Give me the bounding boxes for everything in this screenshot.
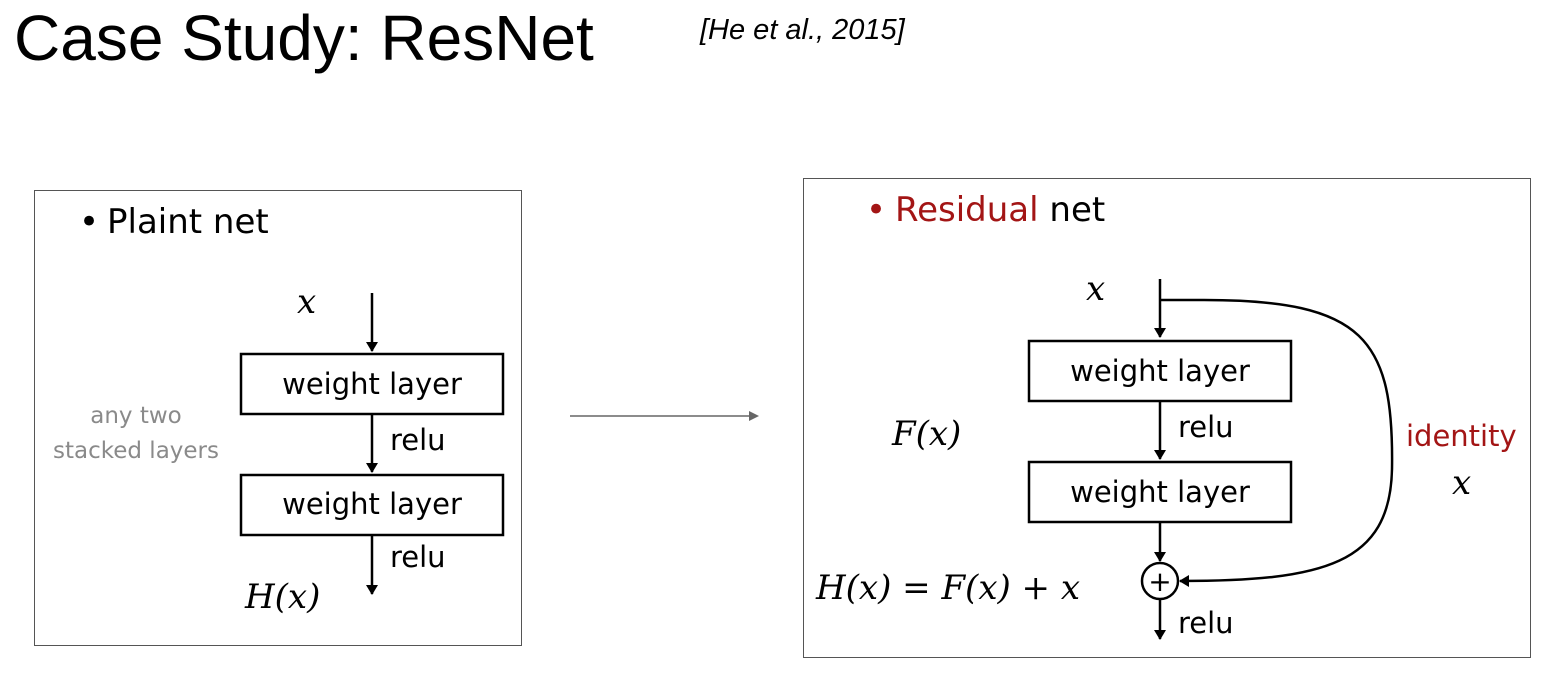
plain-heading: Plaint net: [107, 202, 269, 242]
sum-node-plus-icon: +: [1148, 565, 1171, 598]
residual-weight-layer-1-label: weight layer: [1070, 354, 1250, 388]
residual-net-diagram: • Residual net x weight layer relu weigh…: [815, 190, 1517, 640]
residual-heading-rest: net: [1039, 190, 1106, 230]
residual-net-panel: • Residual net x weight layer relu weigh…: [803, 178, 1531, 658]
identity-x: x: [1452, 463, 1471, 503]
residual-function-fx: F(x): [891, 414, 961, 454]
residual-relu-1: relu: [1178, 410, 1234, 444]
residual-input-x: x: [1086, 269, 1105, 309]
plain-weight-layer-1-label: weight layer: [282, 367, 462, 401]
identity-shortcut-arrow: [1160, 298, 1394, 587]
residual-equation: H(x) = F(x) + x: [815, 568, 1080, 608]
plain-relu-1: relu: [390, 423, 446, 457]
plain-weight-layer-2-label: weight layer: [282, 487, 462, 521]
plain-net-diagram: • Plaint net x weight layer relu weight …: [53, 202, 505, 617]
residual-heading: Residual net: [895, 190, 1105, 230]
residual-relu-out: relu: [1178, 606, 1234, 640]
transition-arrow: [570, 411, 759, 421]
slide-title: Case Study: ResNet: [14, 2, 594, 74]
residual-weight-layer-2-label: weight layer: [1070, 475, 1250, 509]
residual-bullet: •: [866, 190, 886, 230]
plain-note-line-2: stacked layers: [53, 438, 219, 464]
plain-note-line-1: any two: [90, 403, 182, 429]
plain-relu-2: relu: [390, 540, 446, 574]
plain-net-panel: • Plaint net x weight layer relu weight …: [34, 190, 522, 646]
plain-weight-layer-2: [239, 473, 505, 537]
residual-heading-highlight: Residual: [895, 190, 1039, 230]
plain-input-x: x: [297, 282, 316, 322]
plain-bullet: •: [79, 202, 99, 242]
citation: [He et al., 2015]: [700, 14, 905, 46]
identity-label: identity: [1406, 419, 1517, 453]
residual-weight-layer-1: [1027, 339, 1293, 403]
plain-output-hx: H(x): [244, 577, 320, 617]
